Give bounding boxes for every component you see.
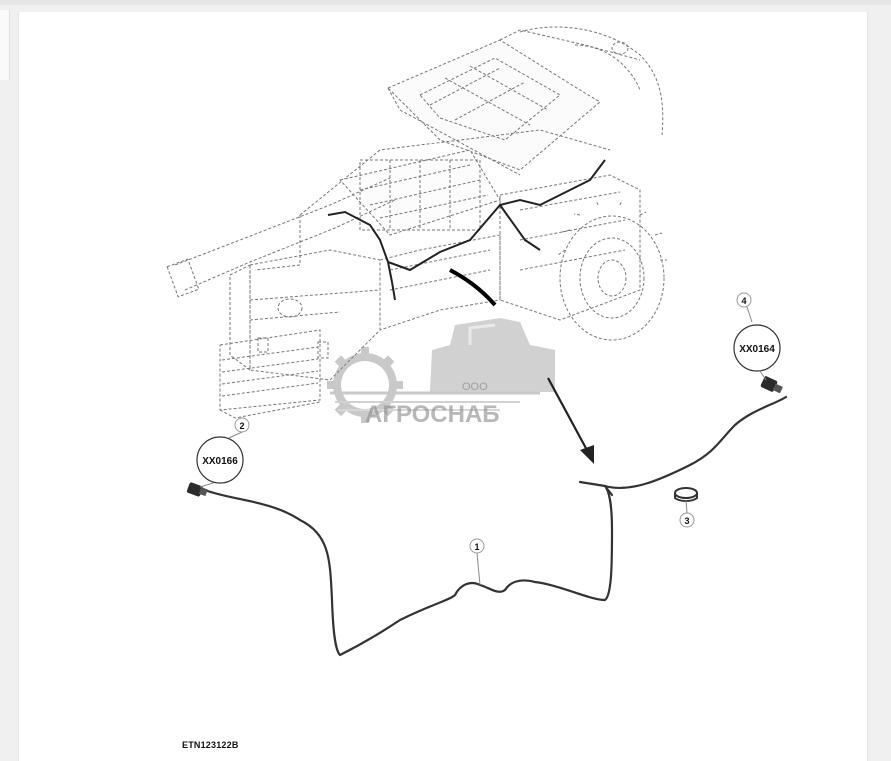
callout-3-number: 3 [684,516,689,526]
machine-illustration [166,26,667,419]
callout-4-number: 4 [741,296,746,306]
connector-xx0164 [760,376,783,394]
callout-1-number: 1 [474,542,479,552]
callout-2: 2 XX0166 [196,417,250,488]
callout-1: 1 [469,538,485,586]
watermark-small-text: ООО [462,381,488,393]
left-edge-tab [0,10,10,80]
location-arrow [547,377,594,464]
agrosnab-watermark [327,318,555,423]
watermark-brand-text: АГРОСНАБ [365,401,500,428]
callout-3: 3 [679,499,695,528]
figure-id: ETN123122B [182,740,239,750]
machine-harness-route [327,159,606,301]
harness-entry-stroke [449,268,497,307]
connector-xx0166 [186,482,208,497]
top-strip [0,0,891,5]
clamp-3 [674,487,698,502]
callout-2-number: 2 [239,421,244,431]
wiring-harness-1 [203,395,788,657]
callout-2-label: XX0166 [202,456,238,467]
callout-4-label: XX0164 [739,344,775,355]
callout-4: 4 XX0164 [733,292,781,381]
